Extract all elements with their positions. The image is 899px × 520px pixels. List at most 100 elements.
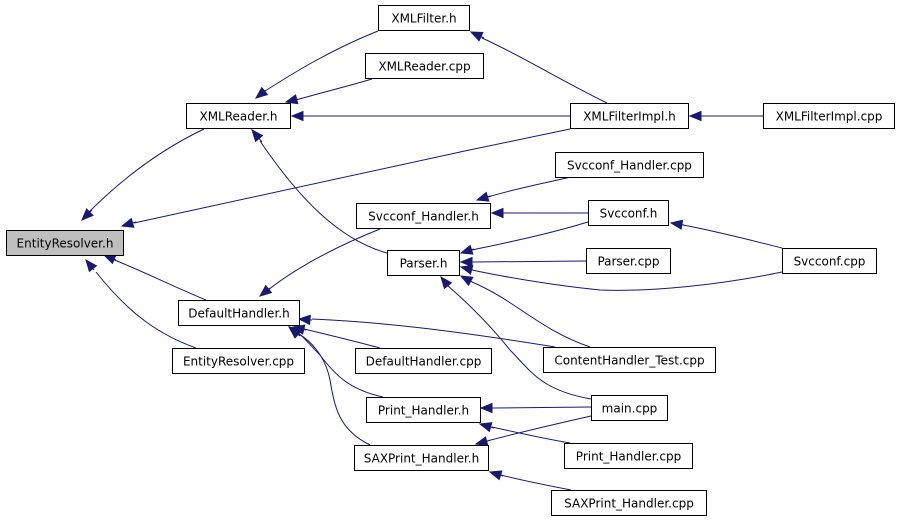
node-print-handler-cpp[interactable]: Print_Handler.cpp	[564, 443, 693, 469]
arrowhead-icon	[440, 275, 453, 290]
node-defaulthandler-cpp[interactable]: DefaultHandler.cpp	[355, 348, 492, 374]
node-label: XMLReader.cpp	[378, 60, 470, 74]
edge-line	[83, 128, 205, 218]
node-box[interactable]	[588, 200, 669, 226]
node-defaulthandler-h[interactable]: DefaultHandler.h	[178, 300, 300, 326]
node-parser-h[interactable]: Parser.h	[387, 250, 460, 276]
edge-line-tail	[264, 89, 267, 92]
edge-line-tail	[500, 474, 504, 477]
node-box[interactable]	[551, 490, 707, 516]
node-box[interactable]	[564, 443, 693, 469]
node-xmlfilterimpl-cpp[interactable]: XMLFilterImpl.cpp	[763, 103, 895, 129]
node-box[interactable]	[6, 230, 124, 256]
node-contenthandler-test-cpp[interactable]: ContentHandler_Test.cpp	[543, 347, 716, 373]
node-xmlreader-cpp[interactable]: XMLReader.cpp	[365, 53, 484, 79]
edge-line-tail	[92, 268, 95, 271]
node-entityresolver-cpp[interactable]: EntityResolver.cpp	[172, 348, 305, 374]
node-xmlfilterimpl-h[interactable]: XMLFilterImpl.h	[570, 103, 689, 129]
edge-main_cpp-to-SAXPrint_Handler_h	[474, 415, 592, 447]
node-box[interactable]	[782, 248, 877, 274]
node-label: Svcconf.h	[600, 207, 658, 221]
node-parser-cpp[interactable]: Parser.cpp	[586, 248, 671, 274]
edge-line	[95, 271, 197, 349]
node-label: Print_Handler.cpp	[576, 450, 681, 464]
node-svcconf-handler-cpp[interactable]: Svcconf_Handler.cpp	[555, 152, 704, 178]
node-xmlreader-h[interactable]: XMLReader.h	[186, 103, 291, 129]
edge-line	[295, 78, 373, 101]
node-label: XMLFilterImpl.h	[583, 110, 676, 124]
arrowhead-icon	[258, 284, 273, 297]
node-box[interactable]	[378, 5, 470, 31]
edge-main_cpp-to-Print_Handler_h	[479, 402, 592, 414]
arrowhead-icon	[290, 110, 304, 122]
node-box[interactable]	[763, 103, 895, 129]
edge-line-tail	[113, 258, 117, 261]
node-label: EntityResolver.h	[17, 237, 114, 251]
edge-XMLFilterImpl_h-to-XMLFilter_h	[469, 31, 608, 104]
node-box[interactable]	[365, 53, 484, 79]
node-label: Parser.cpp	[597, 255, 659, 269]
edge-DefaultHandler_cpp-to-DefaultHandler_h	[291, 324, 381, 349]
edge-Print_Handler_cpp-to-Print_Handler_h	[478, 422, 571, 444]
node-xmlfilter-h[interactable]: XMLFilter.h	[378, 5, 470, 31]
node-box[interactable]	[172, 348, 305, 374]
arrowhead-icon	[251, 128, 264, 143]
node-saxprint-handler-h[interactable]: SAXPrint_Handler.h	[354, 445, 489, 471]
arrowhead-icon	[459, 244, 474, 255]
arrowhead-icon	[120, 217, 135, 228]
node-svcconf-h[interactable]: Svcconf.h	[588, 200, 669, 226]
edge-XMLFilter_h-to-XMLReader_h	[254, 30, 379, 99]
node-saxprint-handler-cpp[interactable]: SAXPrint_Handler.cpp	[551, 490, 707, 516]
edge-SAXPrint_Handler_h-to-DefaultHandler_h	[287, 326, 371, 446]
arrowhead-icon	[254, 86, 269, 99]
node-box[interactable]	[366, 397, 481, 423]
edge-line	[487, 176, 572, 198]
arrowhead-icon	[688, 110, 702, 122]
edge-line	[267, 228, 381, 291]
node-box[interactable]	[356, 203, 491, 229]
node-box[interactable]	[591, 395, 668, 421]
edge-line-tail	[297, 333, 301, 337]
edge-line	[492, 406, 592, 409]
edges-layer	[81, 30, 783, 491]
arrowhead-icon	[459, 264, 474, 275]
edge-line	[303, 328, 381, 349]
edge-line-tail	[470, 280, 473, 283]
edge-line	[491, 426, 571, 444]
edge-Svcconf_Handler_cpp-to-Svcconf_Handler_h	[475, 176, 572, 202]
edge-line	[472, 260, 587, 263]
node-label: DefaultHandler.h	[188, 307, 289, 321]
edge-line	[261, 30, 379, 94]
node-label: DefaultHandler.cpp	[366, 355, 482, 369]
node-label: Svcconf_Handler.h	[368, 210, 479, 224]
node-label: SAXPrint_Handler.h	[364, 452, 479, 466]
node-label: SAXPrint_Handler.cpp	[564, 497, 694, 511]
edge-Svcconf_cpp-to-Parser_h	[459, 264, 783, 291]
edge-Svcconf_cpp-to-Svcconf_h	[669, 219, 783, 249]
node-box[interactable]	[387, 250, 460, 276]
node-svcconf-cpp[interactable]: Svcconf.cpp	[782, 248, 877, 274]
edge-line	[471, 281, 591, 348]
node-box[interactable]	[178, 300, 300, 326]
node-box[interactable]	[586, 248, 671, 274]
node-box[interactable]	[543, 347, 716, 373]
node-box[interactable]	[186, 103, 291, 129]
edge-line	[259, 140, 388, 254]
node-label: Print_Handler.h	[378, 404, 469, 418]
node-main-cpp[interactable]: main.cpp	[591, 395, 668, 421]
node-entityresolver-h[interactable]: EntityResolver.h	[6, 230, 124, 256]
arrowhead-icon	[490, 207, 504, 219]
edge-ContentHandler_Test_cpp-to-Parser_h	[459, 275, 591, 348]
edge-line-tail	[132, 221, 137, 224]
arrowhead-icon	[475, 191, 490, 202]
node-label: ContentHandler_Test.cpp	[554, 354, 704, 368]
node-print-handler-h[interactable]: Print_Handler.h	[366, 397, 481, 423]
node-box[interactable]	[570, 103, 689, 129]
node-box[interactable]	[555, 152, 704, 178]
node-box[interactable]	[355, 348, 492, 374]
node-box[interactable]	[354, 445, 489, 471]
node-label: Parser.h	[400, 257, 448, 271]
node-svcconf-handler-h[interactable]: Svcconf_Handler.h	[356, 203, 491, 229]
node-label: EntityResolver.cpp	[183, 355, 294, 369]
